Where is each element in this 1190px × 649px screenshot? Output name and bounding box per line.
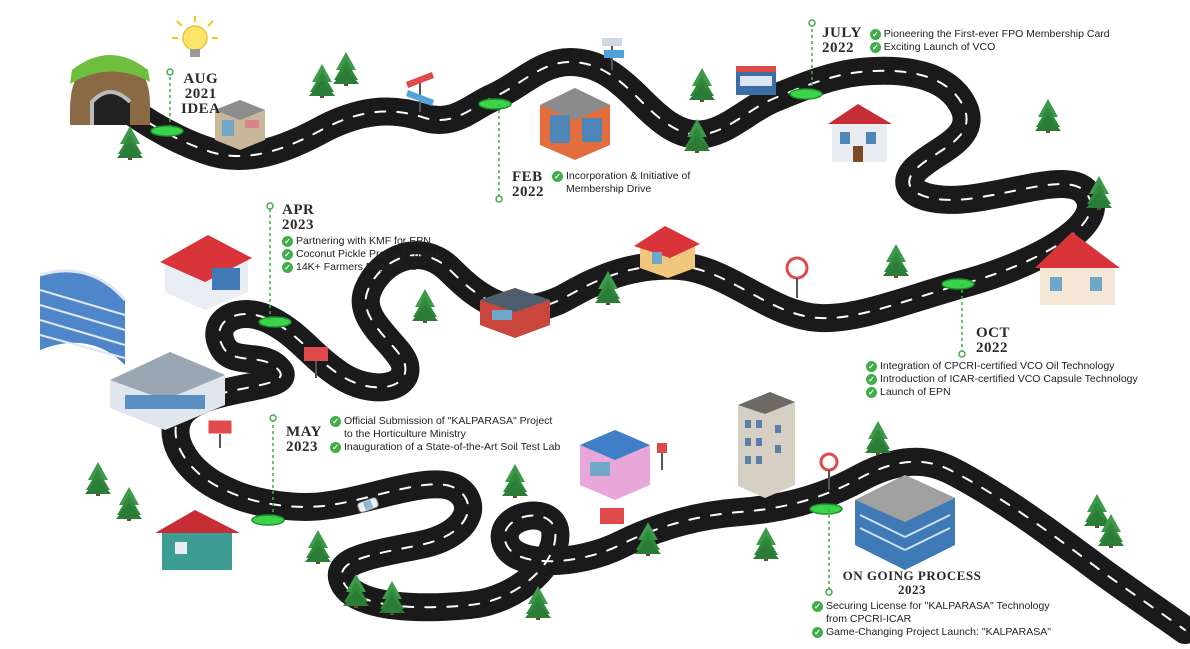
milestone-item: ✓Exciting Launch of VCO: [869, 41, 1110, 54]
milestone-item: ✓Pioneering the First-ever FPO Membershi…: [869, 28, 1110, 41]
milestone-item-text: Partnering with KMF for EPN: [296, 235, 431, 247]
leader-dots: [166, 19, 966, 596]
check-circle-icon: ✓: [329, 416, 341, 427]
milestone-item-text: Official Submission of "KALPARASA" Proje…: [343, 415, 553, 440]
milestone-item-text: Game-Changing Project Launch: "KALPARASA…: [826, 626, 1051, 638]
milestone-feb2022: FEB 2022 ✓Incorporation & Initiative of …: [512, 170, 690, 200]
milestone-date: JULY 2022: [822, 25, 862, 56]
round-sign-icon: [657, 256, 839, 490]
final-office-icon: [855, 475, 955, 570]
check-circle-icon: ✓: [329, 442, 341, 453]
milestone-items: ✓Incorporation & Initiative of Membershi…: [552, 170, 690, 196]
milestone-item: ✓Official Submission of "KALPARASA" Proj…: [329, 415, 560, 441]
check-circle-icon: ✓: [552, 171, 563, 182]
milestone-item: ✓14K+ Farmers Registered: [282, 261, 443, 274]
milestone-oct2022: OCT 2022 ✓Integration of CPCRI-certified…: [866, 326, 1138, 399]
milestone-july2022: JULY 2022 ✓Pioneering the First-ever FPO…: [822, 26, 1110, 56]
mall-icon: [580, 430, 650, 500]
check-circle-icon: ✓: [282, 249, 293, 260]
milestone-items: ✓Integration of CPCRI-certified VCO Oil …: [866, 360, 1138, 399]
milestone-item-text: Introduction of ICAR-certified VCO Capsu…: [880, 373, 1138, 385]
milestone-item: ✓Partnering with KMF for EPN: [282, 235, 443, 248]
milestone-date: APR 2023: [282, 202, 315, 233]
milestone-item-text: Inauguration of a State-of-the-Art Soil …: [343, 441, 561, 453]
milestone-item: ✓Incorporation & Initiative of Membershi…: [552, 170, 690, 196]
milestone-item-text: Launch of EPN: [880, 386, 951, 398]
milestone-ongoing: ON GOING PROCESS 2023 ✓Securing License …: [812, 569, 1051, 639]
milestone-markers: [150, 88, 975, 526]
check-circle-icon: ✓: [869, 42, 881, 53]
milestone-date-text: AUG 2021 IDEA: [181, 71, 221, 117]
store-icon: [480, 288, 550, 338]
check-circle-icon: ✓: [866, 374, 877, 385]
cottage-icon: [634, 226, 700, 278]
check-circle-icon: ✓: [866, 361, 877, 372]
milestone-item-text: 14K+ Farmers Registered: [296, 261, 417, 273]
milestone-aug2021: AUG 2021 IDEA: [181, 72, 221, 117]
milestone-date: ON GOING PROCESS 2023: [842, 568, 982, 597]
station-building-icon: [110, 352, 225, 430]
milestone-items: ✓Securing License for "KALPARASA" Techno…: [812, 600, 1051, 639]
milestone-date: FEB 2022: [512, 169, 544, 200]
shop-building-icon: [215, 100, 265, 150]
milestone-item-text: Coconut Pickle Product Launch: [296, 248, 443, 260]
milestone-item: ✓Launch of EPN: [866, 386, 1138, 399]
milestone-item: ✓Securing License for "KALPARASA" Techno…: [812, 600, 1051, 626]
milestone-item-text: Exciting Launch of VCO: [883, 41, 996, 53]
milestone-item: ✓Game-Changing Project Launch: "KALPARAS…: [812, 626, 1051, 639]
milestone-item-text: Integration of CPCRI-certified VCO Oil T…: [880, 360, 1115, 372]
milestone-items: ✓Official Submission of "KALPARASA" Proj…: [329, 415, 561, 454]
check-circle-icon: ✓: [869, 29, 881, 40]
signpost-icon: [406, 38, 624, 112]
bus-stop-icon: [736, 66, 776, 95]
check-circle-icon: ✓: [866, 387, 877, 398]
milestone-item: ✓Inauguration of a State-of-the-Art Soil…: [329, 441, 561, 454]
milestone-item-text: Pioneering the First-ever FPO Membership…: [883, 28, 1110, 40]
hotel-tower-icon: [738, 392, 795, 498]
tower-building-icon: [39, 269, 127, 365]
milestone-date: OCT 2022: [976, 325, 1011, 356]
leader-lines: [169, 25, 963, 590]
milestone-item: ✓Coconut Pickle Product Launch: [282, 248, 443, 261]
check-circle-icon: ✓: [282, 236, 293, 247]
milestone-item: ✓Introduction of ICAR-certified VCO Caps…: [866, 373, 1138, 386]
milestone-date: AUG 2021 IDEA: [181, 72, 221, 117]
tunnel-icon: [70, 55, 150, 125]
red-roof-house-icon: [1035, 232, 1120, 305]
milestone-apr2023: APR 2023 ✓Partnering with KMF for EPN ✓C…: [282, 203, 443, 274]
milestone-item-text: Securing License for "KALPARASA" Technol…: [826, 600, 1050, 625]
billboard-icon: [207, 347, 624, 524]
milestone-items: ✓Pioneering the First-ever FPO Membershi…: [869, 28, 1110, 54]
car-icon: [357, 497, 379, 513]
milestone-may2023: MAY 2023 ✓Official Submission of "KALPAR…: [286, 415, 560, 455]
milestone-items: ✓Partnering with KMF for EPN ✓Coconut Pi…: [282, 235, 443, 274]
milestone-item: ✓Integration of CPCRI-certified VCO Oil …: [866, 360, 1138, 373]
house-icon: [828, 104, 892, 162]
lightbulb-icon: [172, 16, 218, 57]
check-circle-icon: ✓: [812, 627, 823, 638]
milestone-date: MAY 2023: [286, 424, 322, 455]
milestone-item-text: Incorporation & Initiative of Membership…: [566, 170, 691, 195]
check-circle-icon: ✓: [282, 262, 293, 273]
office-building-icon: [540, 88, 610, 160]
warehouse-icon: [160, 235, 252, 310]
green-house-icon: [155, 510, 240, 570]
check-circle-icon: ✓: [812, 601, 823, 612]
